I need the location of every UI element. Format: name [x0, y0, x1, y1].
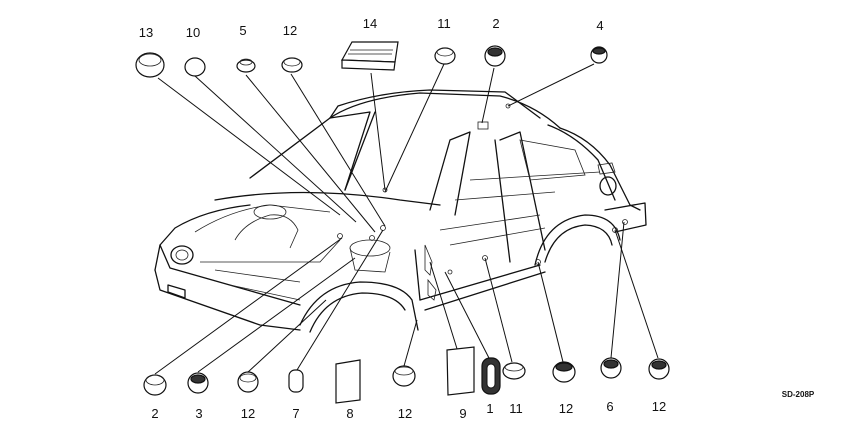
callout-labels-bottom: 2 3 12 7 8 12 9 1 11 12 6 12 [151, 399, 666, 421]
callout-bottom-9: 11 [509, 401, 523, 416]
grommet-4-icon [590, 46, 608, 64]
grommet-6-icon [600, 357, 622, 379]
callout-bottom-8: 1 [486, 401, 493, 416]
callout-bottom-6: 12 [398, 406, 412, 421]
plug-13-icon [135, 52, 165, 78]
grommet-3-icon [187, 372, 209, 394]
callout-bottom-12: 12 [652, 399, 666, 414]
callout-top-6: 11 [437, 16, 451, 31]
grommet-12-d-icon [648, 358, 670, 380]
seal-10-icon [184, 57, 206, 77]
callout-top-5: 14 [363, 16, 377, 31]
callout-top-4: 12 [283, 23, 297, 38]
grommet-2-top-icon [484, 45, 506, 67]
callout-bottom-1: 2 [151, 406, 158, 421]
callout-bottom-2: 3 [195, 406, 202, 421]
top-parts [135, 41, 608, 78]
patch-9-icon [446, 346, 475, 396]
leader-lines [154, 63, 659, 375]
plug-12-b-icon [392, 365, 416, 387]
callout-bottom-11: 6 [606, 399, 613, 414]
bottom-parts [143, 346, 670, 404]
grommet-5-icon [236, 59, 256, 73]
callout-top-1: 13 [139, 25, 153, 40]
callout-bottom-5: 8 [346, 406, 353, 421]
callout-bottom-3: 12 [241, 406, 255, 421]
callout-bottom-7: 9 [459, 406, 466, 421]
car-body-shell [154, 89, 647, 333]
grommet-12-c-icon [552, 361, 576, 383]
pad-14-icon [341, 41, 399, 71]
callout-top-3: 5 [239, 23, 246, 38]
seal-7-icon [288, 369, 304, 393]
patch-8-icon [335, 359, 361, 404]
seal-1-icon [481, 357, 501, 395]
callout-bottom-10: 12 [559, 401, 573, 416]
callout-bottom-4: 7 [292, 406, 299, 421]
callout-top-2: 10 [186, 25, 200, 40]
diagram-code: SD-208P [782, 390, 815, 399]
callout-labels-top: 13 10 5 12 14 11 2 4 [139, 16, 604, 40]
callout-top-7: 2 [492, 16, 499, 31]
callout-top-8: 4 [596, 18, 603, 33]
